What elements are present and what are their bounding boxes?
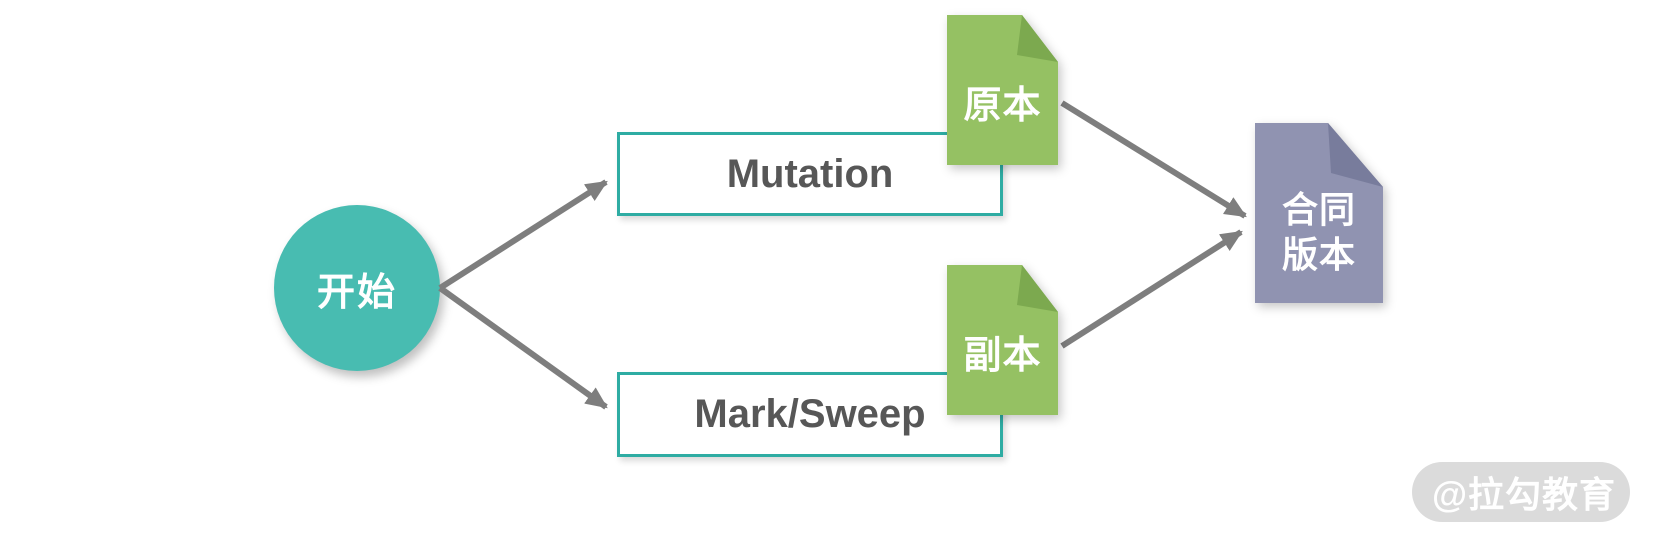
contract-document-label-line2: 版本 xyxy=(1281,234,1356,275)
mark-sweep-box-label: Mark/Sweep xyxy=(694,392,926,436)
watermark-badge: @拉勾教育 xyxy=(1412,462,1630,522)
copy-document-node: 副本 xyxy=(947,265,1058,415)
start-node-label: 开始 xyxy=(316,271,397,314)
arrow-copy-to-contract xyxy=(1060,229,1243,349)
mutation-box-label: Mutation xyxy=(726,151,894,196)
watermark-text: @拉勾教育 xyxy=(1431,474,1617,515)
document-icon-contract xyxy=(1255,123,1383,303)
contract-document-label-line1: 合同 xyxy=(1281,189,1356,230)
arrow-start-to-marksweep xyxy=(438,285,608,410)
contract-document-label: 合同 版本 xyxy=(1255,123,1383,303)
copy-document-label: 副本 xyxy=(963,334,1042,377)
document-icon-original xyxy=(947,15,1058,165)
mutation-box: Mutation xyxy=(617,132,1003,216)
mark-sweep-box: Mark/Sweep xyxy=(617,372,1003,457)
start-node: 开始 xyxy=(274,205,440,371)
arrow-original-to-contract xyxy=(1060,100,1247,219)
original-document-node: 原本 xyxy=(947,15,1058,165)
arrow-start-to-mutation xyxy=(438,179,608,291)
document-icon-copy xyxy=(947,265,1058,415)
original-document-label: 原本 xyxy=(963,84,1042,127)
contract-document-node: 合同 版本 xyxy=(1255,123,1383,303)
